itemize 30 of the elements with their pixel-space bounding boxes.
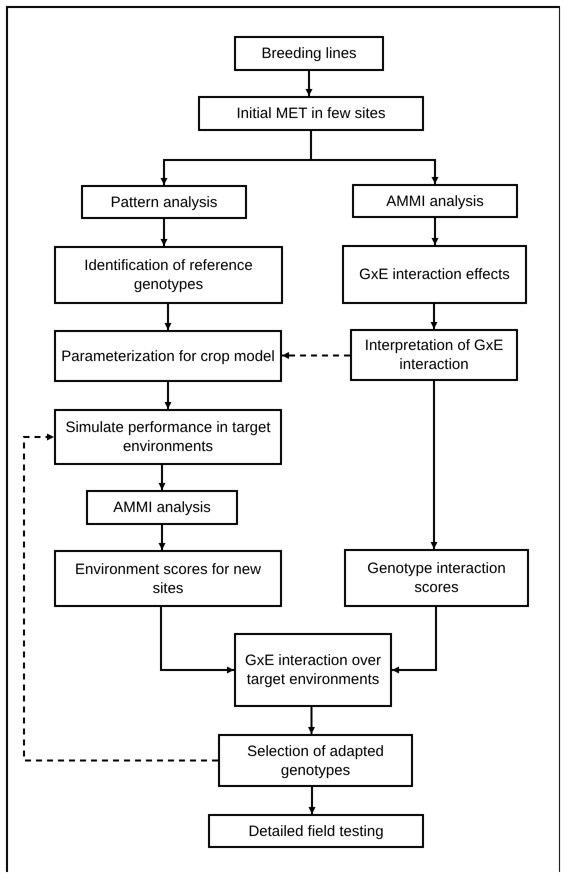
arrow <box>432 218 438 245</box>
process-box: Selection of adapted genotypes <box>218 734 413 787</box>
process-box: Interpretation of GxE interaction <box>350 329 518 381</box>
dashed-arrow <box>282 352 350 359</box>
process-box: Breeding lines <box>234 36 384 71</box>
process-box: Identification of reference genotypes <box>54 246 283 304</box>
process-box: GxE interaction effects <box>342 245 527 304</box>
arrow <box>430 304 438 329</box>
arrow <box>308 707 315 734</box>
arrow <box>392 607 437 674</box>
process-box: AMMI analysis <box>352 184 518 218</box>
process-box: Detailed field testing <box>208 814 424 848</box>
process-box: Simulate performance in target environments <box>54 409 282 465</box>
arrow <box>160 607 234 674</box>
arrow <box>158 465 166 490</box>
arrow <box>158 525 166 550</box>
arrow <box>164 304 172 330</box>
arrow <box>160 219 168 246</box>
arrow <box>430 381 438 549</box>
arrow <box>308 787 316 814</box>
process-box: Environment scores for new sites <box>54 550 282 607</box>
process-box: AMMI analysis <box>86 490 238 525</box>
process-box: Pattern analysis <box>81 185 247 219</box>
arrow <box>164 382 172 409</box>
arrow <box>306 71 312 96</box>
process-box: Initial MET in few sites <box>198 96 424 131</box>
dashed-arrow <box>23 434 218 762</box>
process-box: Parameterization for crop model <box>54 330 282 382</box>
process-box: GxE interaction over target environments <box>234 633 392 707</box>
process-box: Genotype interaction scores <box>344 549 529 607</box>
